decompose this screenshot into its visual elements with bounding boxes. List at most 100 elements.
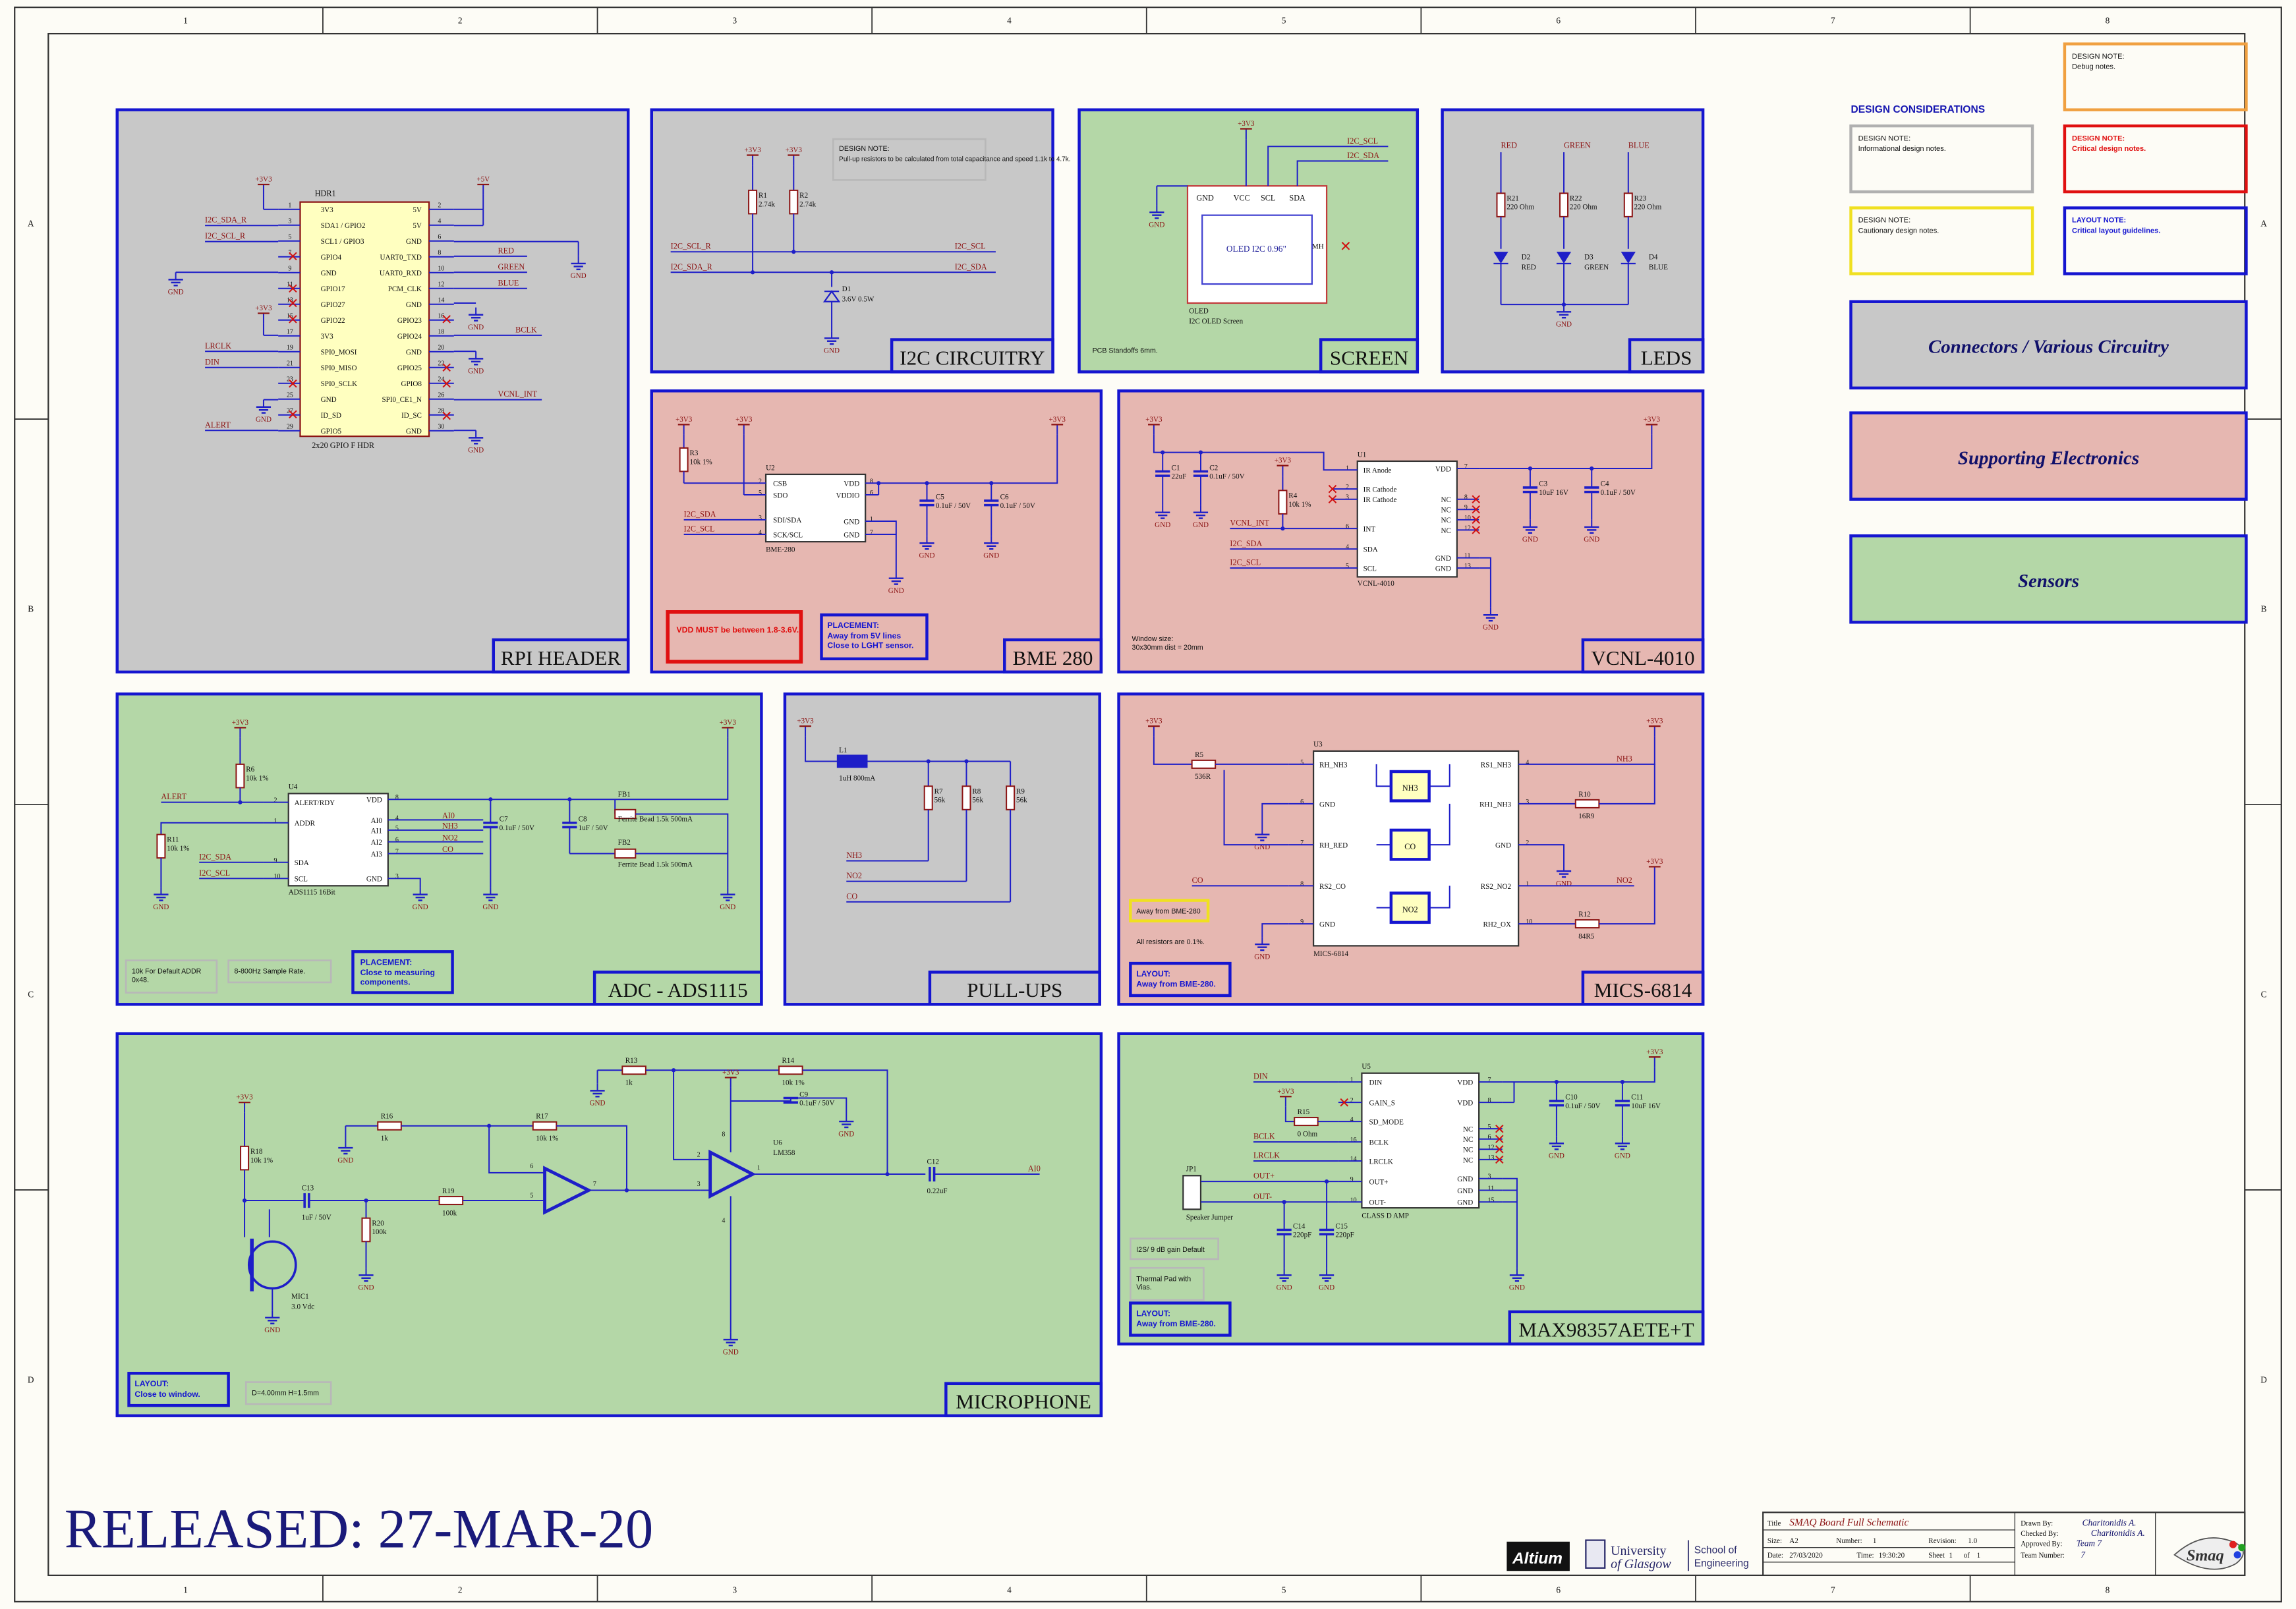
wire	[1502, 1177, 1518, 1268]
junction	[624, 1188, 629, 1193]
capacitor-ref: C13	[302, 1185, 314, 1193]
pin-number: 6	[1346, 523, 1349, 530]
resistor-ref: R23	[1634, 194, 1647, 202]
row-marker: D	[2260, 1374, 2267, 1384]
wire	[289, 284, 297, 293]
pin-number: 25	[287, 391, 293, 399]
power-symbol: +3V3	[255, 304, 272, 324]
block-title: I2C CIRCUITRY	[900, 346, 1045, 369]
gnd-symbol: GND	[720, 887, 735, 911]
field-value: 1	[1873, 1537, 1877, 1545]
caution-note: Away from BME-280	[1129, 899, 1210, 922]
note-frame	[1849, 124, 2034, 194]
gnd-symbol: GND	[824, 331, 840, 355]
resistor-value: 100k	[442, 1209, 457, 1217]
note-text: Critical design notes.	[2072, 145, 2146, 153]
zener-diode: D13.6V 0.5W	[822, 285, 875, 304]
note-text: D=4.00mm H=1.5mm	[252, 1390, 319, 1397]
junction	[1280, 526, 1285, 531]
power-symbol: +3V3	[744, 146, 761, 166]
power-label: +3V3	[1646, 1048, 1663, 1056]
gnd-label: GND	[468, 447, 484, 455]
ferrite-value: Ferrite Bead 1.5k 500mA	[618, 861, 693, 868]
row-marker: A	[28, 219, 34, 229]
pin-label: AI2	[371, 839, 382, 847]
pin-number: 8	[870, 478, 873, 485]
net-label: BCLK	[515, 325, 537, 334]
legend-heading: DESIGN CONSIDERATIONS	[1851, 104, 1986, 115]
text-line: 10k For Default ADDR	[132, 968, 202, 976]
pin-number: 23	[287, 376, 293, 383]
oled-pin-label: SDA	[1289, 193, 1306, 202]
note-frame	[832, 138, 987, 181]
design-note: DESIGN NOTE:Critical design notes.	[2063, 124, 2248, 194]
pin-label: GPIO4	[321, 254, 342, 262]
power-label: +3V3	[797, 718, 814, 725]
block-frame	[783, 692, 1101, 1006]
pin-label: GND	[1457, 1175, 1473, 1183]
no-connect-mark	[1341, 242, 1350, 250]
row-marker: C	[2261, 989, 2267, 999]
note-title: LAYOUT NOTE:	[2072, 217, 2126, 225]
pin-label: OUT-	[1369, 1199, 1387, 1207]
block-frame	[115, 1032, 1103, 1417]
pin-number: 24	[438, 376, 444, 383]
resistor-value: 56k	[934, 797, 946, 804]
column-marker: 4	[1007, 16, 1012, 26]
pin-number: 9	[288, 265, 291, 272]
gnd-label: GND	[1522, 536, 1538, 544]
block-title-frame	[944, 1382, 1103, 1417]
pin-number: 16	[1350, 1137, 1357, 1144]
pin-label: SPI0_MISO	[321, 364, 357, 372]
wire	[865, 521, 897, 571]
pin-label: GPIO8	[401, 380, 422, 388]
power-symbol: +3V3	[735, 416, 753, 435]
text-line: Vias.	[1136, 1284, 1151, 1291]
pin-label: SDI/SDA	[773, 517, 801, 524]
wire	[1340, 1098, 1349, 1107]
no-connect-mark	[1472, 495, 1480, 503]
column-marker: 5	[1282, 1585, 1286, 1595]
no-connect-mark	[1328, 495, 1337, 503]
pin-label: SPI0_SCLK	[321, 380, 357, 388]
net-label: OUT-	[1253, 1192, 1272, 1201]
field-label: Approved By:	[2021, 1540, 2062, 1548]
text-line: Close to measuring	[360, 968, 435, 977]
text-line: Thermal Pad with	[1136, 1275, 1191, 1283]
resistor-ref: R6	[246, 766, 254, 774]
pin-number: 6	[530, 1163, 533, 1170]
wire	[289, 252, 297, 261]
pin-number: 6	[438, 233, 441, 240]
junction	[1161, 450, 1165, 455]
field-value: 19:30:20	[1879, 1552, 1905, 1560]
field-value: A2	[1789, 1537, 1798, 1545]
pin-label: GND	[1319, 801, 1335, 808]
junction	[926, 759, 931, 764]
capacitor-value: 1uF / 50V	[579, 824, 608, 832]
pin-label: NC	[1463, 1136, 1473, 1144]
net-label: GREEN	[498, 262, 525, 271]
wire	[1502, 1067, 1655, 1083]
title-block-frame	[1762, 1511, 2246, 1577]
power-label: +3V3	[255, 176, 272, 184]
junction	[925, 481, 929, 486]
no-connect-mark	[442, 411, 451, 420]
column-marker: 7	[1831, 1585, 1835, 1595]
resistor-value: 10k 1%	[246, 774, 268, 782]
power-label: +3V3	[232, 719, 249, 727]
block-title-frame	[1581, 638, 1705, 674]
note-text: Away from BME-280.	[1136, 980, 1216, 989]
school-name: Engineering	[1694, 1558, 1749, 1569]
wire	[1284, 1106, 1295, 1123]
net-label: I2C_SCL	[199, 868, 230, 878]
release-date: RELEASED: 27-MAR-20	[65, 1499, 653, 1560]
junction	[1554, 1079, 1559, 1085]
net-label: AI0	[1028, 1164, 1041, 1173]
layout-note: LAYOUT:Away from BME-280.	[1129, 961, 1232, 998]
resistor-value: 220 Ohm	[1507, 204, 1534, 212]
power-label: +3V3	[255, 304, 272, 312]
